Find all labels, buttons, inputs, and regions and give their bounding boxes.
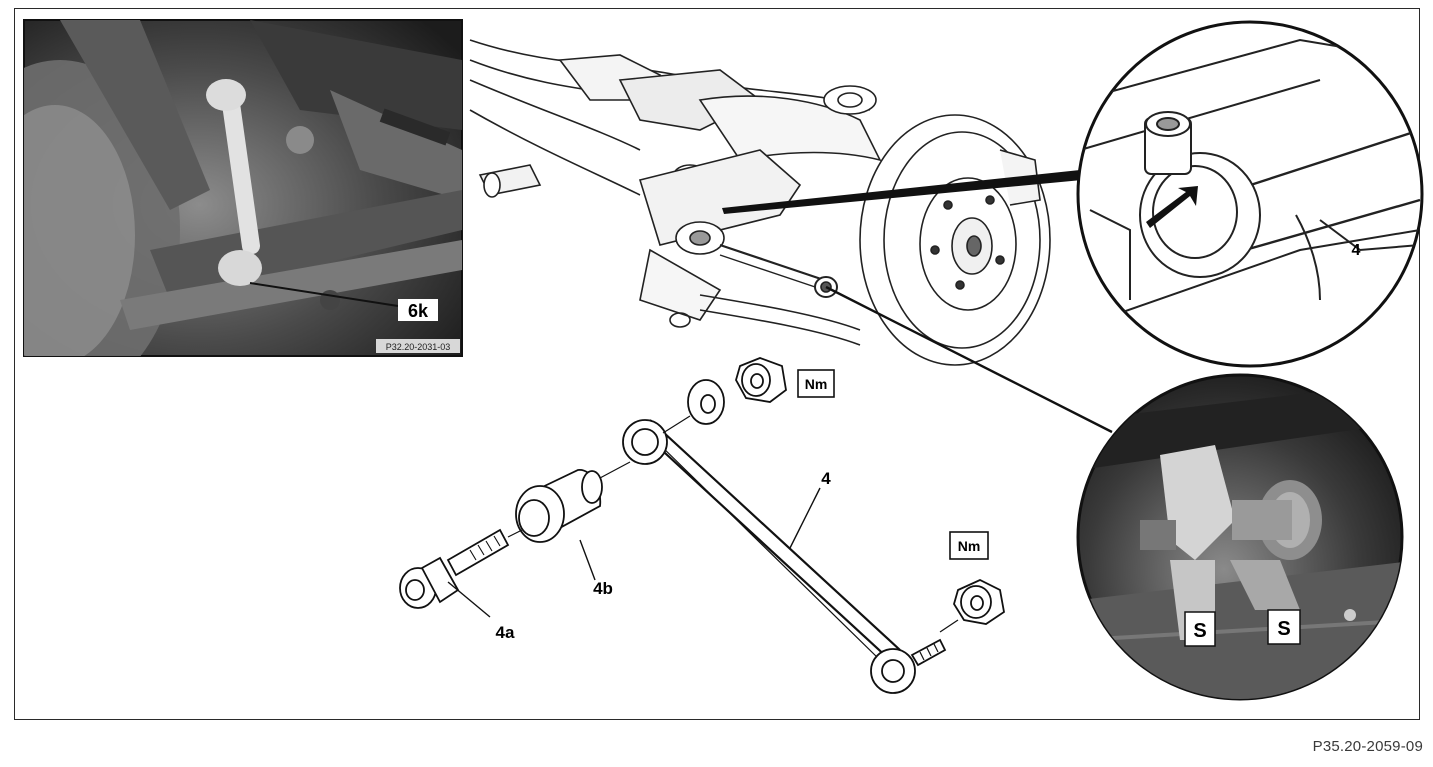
torque-box-lower: Nm: [949, 531, 989, 560]
svg-text:Nm: Nm: [958, 538, 981, 554]
svg-text:Nm: Nm: [805, 376, 828, 392]
detail-circle: 4: [1076, 20, 1424, 368]
figure-reference: P35.20-2059-09: [1312, 738, 1423, 755]
callout-4a: 4a: [496, 623, 515, 642]
pointer-line-photo: [825, 285, 1113, 434]
callout-4-detail: 4: [1352, 242, 1361, 259]
bushing-part: [515, 469, 603, 543]
rear-axle-drawing: [469, 39, 1051, 366]
nut-lower-part: [953, 579, 1005, 625]
photo-ref-code: P32.20-2031-03: [386, 342, 451, 352]
torque-box-upper: Nm: [797, 369, 835, 398]
exploded-parts: [399, 357, 1005, 694]
callout-4b: 4b: [593, 579, 613, 598]
pointer-arrow-detail: [722, 170, 1082, 214]
washer-part: [687, 379, 725, 425]
nut-upper-part: [735, 357, 787, 403]
callout-4: 4: [821, 469, 831, 488]
tool-symbol-right: S: [1277, 618, 1290, 640]
control-arm-part: [622, 419, 947, 694]
callout-6k: 6k: [408, 301, 429, 321]
photo-inset: 6k P32.20-2031-03: [23, 19, 463, 357]
bolt-part: [399, 528, 510, 609]
tool-symbol-left: S: [1193, 620, 1206, 642]
photo-circle: S S: [1076, 373, 1404, 701]
